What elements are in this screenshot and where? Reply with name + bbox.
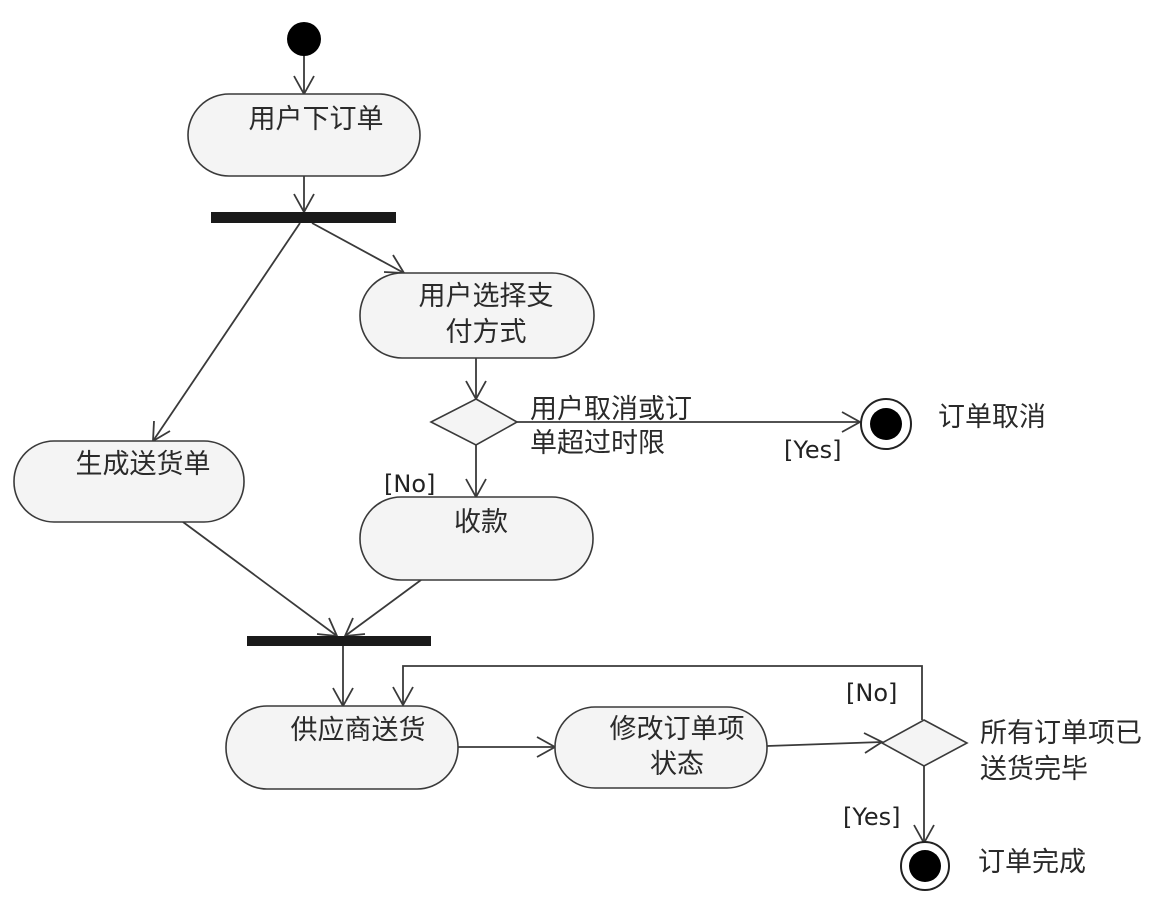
initial-node xyxy=(287,22,321,56)
activity-update-item-status: 修改订单项 状态 xyxy=(554,706,768,789)
join-bar xyxy=(247,636,431,646)
decision-diamond xyxy=(429,398,519,446)
final-label-order-completed: 订单完成 xyxy=(978,847,1086,878)
edge-fork-to-payment xyxy=(311,222,405,274)
activity-label: 生成送货单 xyxy=(76,449,211,480)
fork-bar xyxy=(211,212,396,223)
guard-yes: [Yes] xyxy=(784,436,841,464)
activity-label: 收款 xyxy=(454,507,508,538)
decision-diamond xyxy=(880,719,969,767)
decision-condition-line-2: 单超过时限 xyxy=(530,428,665,459)
activity-label-line-2: 状态 xyxy=(650,749,704,780)
decision-condition-line-1: 所有订单项已 xyxy=(980,718,1142,749)
final-node-order-cancelled xyxy=(860,398,912,450)
activity-supplier-deliver: 供应商送货 xyxy=(225,705,459,790)
edges xyxy=(152,55,935,845)
guard-no: [No] xyxy=(846,679,897,707)
edge-delivery-note-to-join xyxy=(182,521,338,637)
activity-label-line-2: 付方式 xyxy=(446,317,527,348)
activity-label: 供应商送货 xyxy=(291,715,426,746)
guard-yes: [Yes] xyxy=(843,803,900,831)
activity-label-line-1: 用户选择支 xyxy=(419,281,554,312)
decision-all-delivered-check: 所有订单项已 送货完毕 xyxy=(880,718,1142,785)
activity-label-line-1: 修改订单项 xyxy=(610,714,745,745)
activity-collect-payment: 收款 xyxy=(359,496,594,581)
decision-cancel-check: 用户取消或订 单超过时限 xyxy=(429,394,692,459)
final-node-order-completed xyxy=(900,841,950,891)
arrowhead xyxy=(392,686,414,707)
edge-fork-to-delivery-note xyxy=(152,222,301,442)
activity-generate-delivery-note: 生成送货单 xyxy=(13,440,245,523)
guard-no: [No] xyxy=(384,470,435,498)
edge-status-to-decision xyxy=(766,741,883,747)
arrowhead xyxy=(841,411,862,433)
decision-condition-line-1: 用户取消或订 xyxy=(530,394,692,425)
activity-label: 用户下订单 xyxy=(249,104,384,135)
decision-condition-line-2: 送货完毕 xyxy=(980,754,1088,785)
arrowhead xyxy=(863,732,884,754)
edge-loop-back xyxy=(402,665,923,720)
activity-place-order: 用户下订单 xyxy=(187,93,421,177)
final-label-order-cancelled: 订单取消 xyxy=(938,402,1046,433)
activity-choose-payment: 用户选择支 付方式 xyxy=(359,272,595,359)
edge-collect-to-join xyxy=(344,579,422,637)
